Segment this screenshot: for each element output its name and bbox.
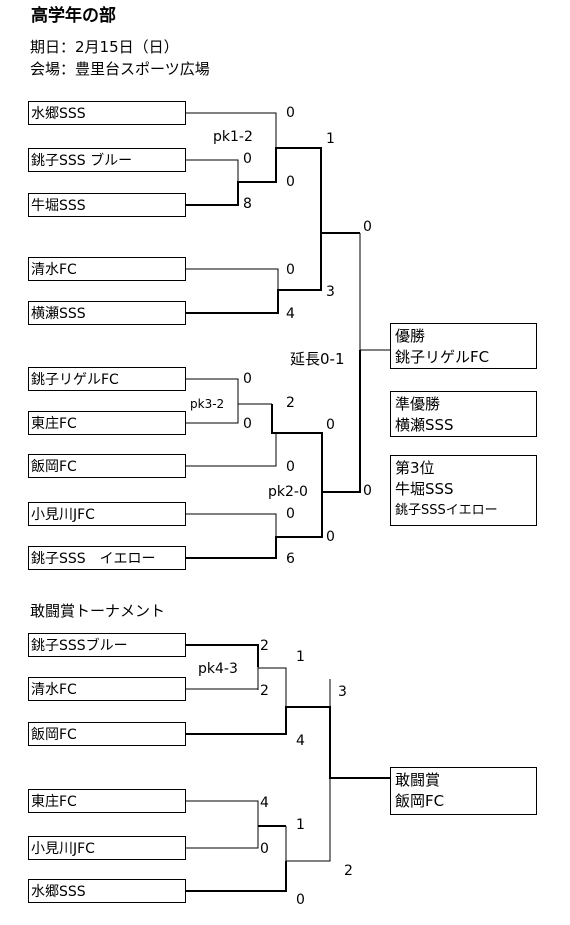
champion-box: 優勝 銚子リゲルFC (390, 323, 537, 369)
score: 1 (296, 817, 305, 833)
score: 0 (286, 105, 295, 121)
team-box: 東庄FC (28, 789, 186, 813)
event-venue: 会場：豊里台スポーツ広場 (30, 60, 210, 78)
score: 2 (286, 395, 295, 411)
team-box: 東庄FC (28, 411, 186, 435)
page-title: 高学年の部 (31, 6, 116, 26)
runnerup-box: 準優勝 横瀬SSS (390, 391, 537, 437)
score: 0 (363, 219, 372, 235)
team-box: 銚子SSS ブルー (28, 148, 186, 172)
event-date: 期日：2月15日（日） (30, 38, 179, 56)
score: 0 (363, 483, 372, 499)
score: 0 (326, 529, 335, 545)
pk-note: pk2-0 (268, 484, 308, 500)
team-box: 銚子リゲルFC (28, 367, 186, 391)
team-box: 清水FC (28, 257, 186, 281)
score: 0 (286, 459, 295, 475)
team-box: 銚子SSSブルー (28, 633, 186, 657)
score: 2 (260, 683, 269, 699)
score: 4 (286, 306, 295, 322)
team-box: 水郷SSS (28, 879, 186, 903)
team-box: 牛堀SSS (28, 193, 186, 217)
score: 3 (338, 684, 347, 700)
team-box: 水郷SSS (28, 101, 186, 125)
team-box: 銚子SSS イエロー (28, 546, 186, 570)
team-box: 清水FC (28, 677, 186, 701)
score: 4 (260, 795, 269, 811)
team-box: 小見川JFC (28, 502, 186, 526)
score: 0 (243, 371, 252, 387)
extra-time-note: 延長0-1 (290, 350, 345, 368)
score: 3 (326, 284, 335, 300)
team-box: 飯岡FC (28, 722, 186, 746)
score: 6 (286, 551, 295, 567)
score: 0 (243, 151, 252, 167)
score: 4 (296, 733, 305, 749)
score: 1 (296, 649, 305, 665)
score: 2 (260, 638, 269, 654)
runnerup-team: 横瀬SSS (395, 416, 454, 434)
team-box: 小見川JFC (28, 836, 186, 860)
champion-label: 優勝 (395, 327, 426, 345)
score: 0 (260, 841, 269, 857)
score: 1 (326, 131, 335, 147)
score: 0 (286, 174, 295, 190)
score: 0 (286, 262, 295, 278)
third-label: 第3位 (395, 459, 435, 477)
team-box: 飯岡FC (28, 454, 186, 478)
score: 0 (286, 506, 295, 522)
third-team-1: 牛堀SSS (395, 480, 454, 498)
third-team-2: 銚子SSSイエロー (395, 503, 498, 518)
section-title: 敢闘賞トーナメント (30, 602, 166, 620)
pk-note: pk1-2 (213, 129, 253, 145)
award-team: 飯岡FC (395, 792, 445, 810)
score: 0 (296, 892, 305, 908)
third-place-box: 第3位 牛堀SSS 銚子SSSイエロー (390, 455, 537, 526)
champion-team: 銚子リゲルFC (395, 348, 490, 366)
pk-note: pk4-3 (198, 661, 238, 677)
score: 8 (243, 196, 252, 212)
team-box: 横瀬SSS (28, 301, 186, 325)
award-label: 敢闘賞 (395, 771, 441, 789)
pk-note: pk3-2 (190, 397, 225, 411)
runnerup-label: 準優勝 (395, 395, 441, 413)
score: 0 (326, 417, 335, 433)
score: 2 (344, 863, 353, 879)
award-box: 敢闘賞 飯岡FC (390, 767, 537, 815)
score: 0 (243, 416, 252, 432)
